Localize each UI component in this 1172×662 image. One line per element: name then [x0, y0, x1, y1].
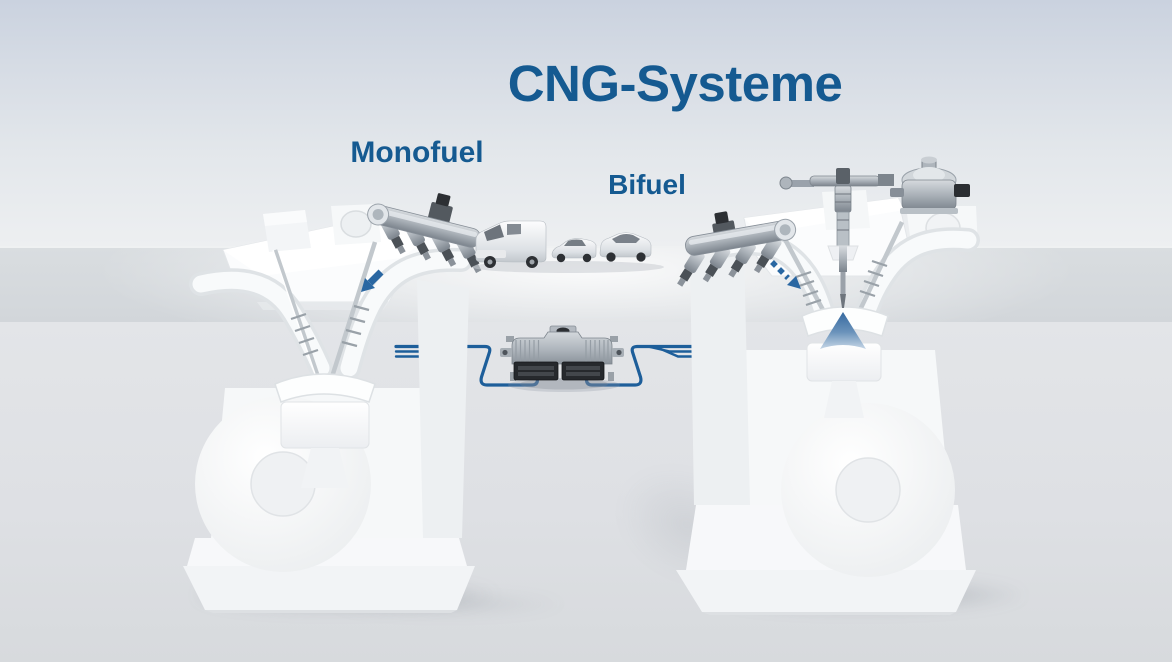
intake-valve — [778, 228, 825, 312]
exhaust-valve — [857, 221, 905, 311]
direct-injector-icon — [779, 168, 894, 308]
van-icon — [475, 220, 547, 268]
engine-block — [676, 190, 980, 615]
compact-car-icon — [599, 232, 652, 262]
page-title: CNG-Systeme — [507, 55, 843, 112]
cng-rail-injectors-icon — [677, 211, 797, 287]
high-pressure-pump-icon — [890, 156, 970, 214]
bifuel-engine-icon — [676, 156, 980, 615]
ecu-connector — [561, 361, 605, 381]
exhaust-valve — [328, 241, 378, 381]
sedan-icon — [551, 238, 597, 263]
direct-injection-spray-icon — [820, 312, 866, 349]
gas-injection-arrow-icon — [361, 269, 384, 292]
monofuel-engine-icon — [183, 193, 482, 613]
cng-injector-icon — [677, 236, 782, 287]
gas-injection-arrow-dashed-icon — [770, 260, 801, 289]
cng-rail-injectors-icon — [367, 193, 482, 274]
bifuel-label: Bifuel — [608, 169, 686, 200]
background-sky — [0, 0, 1172, 246]
monofuel-label: Monofuel — [350, 136, 484, 169]
vehicle-fleet-icon — [472, 220, 664, 273]
engine-block — [183, 204, 475, 613]
engine-control-unit-icon — [500, 325, 624, 392]
intake-valve — [272, 249, 322, 381]
ecu-connector — [513, 361, 559, 381]
